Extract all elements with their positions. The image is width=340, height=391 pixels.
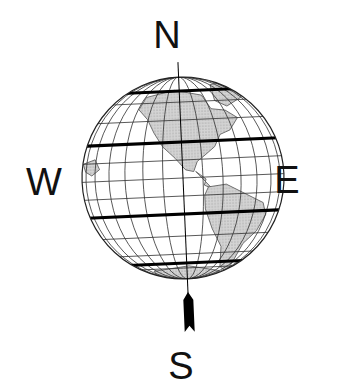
axis-arrow-tail <box>183 292 195 332</box>
greenland <box>210 79 245 106</box>
compass-direction: S <box>168 347 193 385</box>
earth-axis <box>178 62 188 300</box>
north-america <box>138 88 239 174</box>
compass-direction: N <box>153 16 180 54</box>
compass-direction: E <box>274 161 299 199</box>
island <box>83 160 100 177</box>
compass-direction: W <box>26 163 62 201</box>
tropic-circle-lines <box>66 86 303 268</box>
